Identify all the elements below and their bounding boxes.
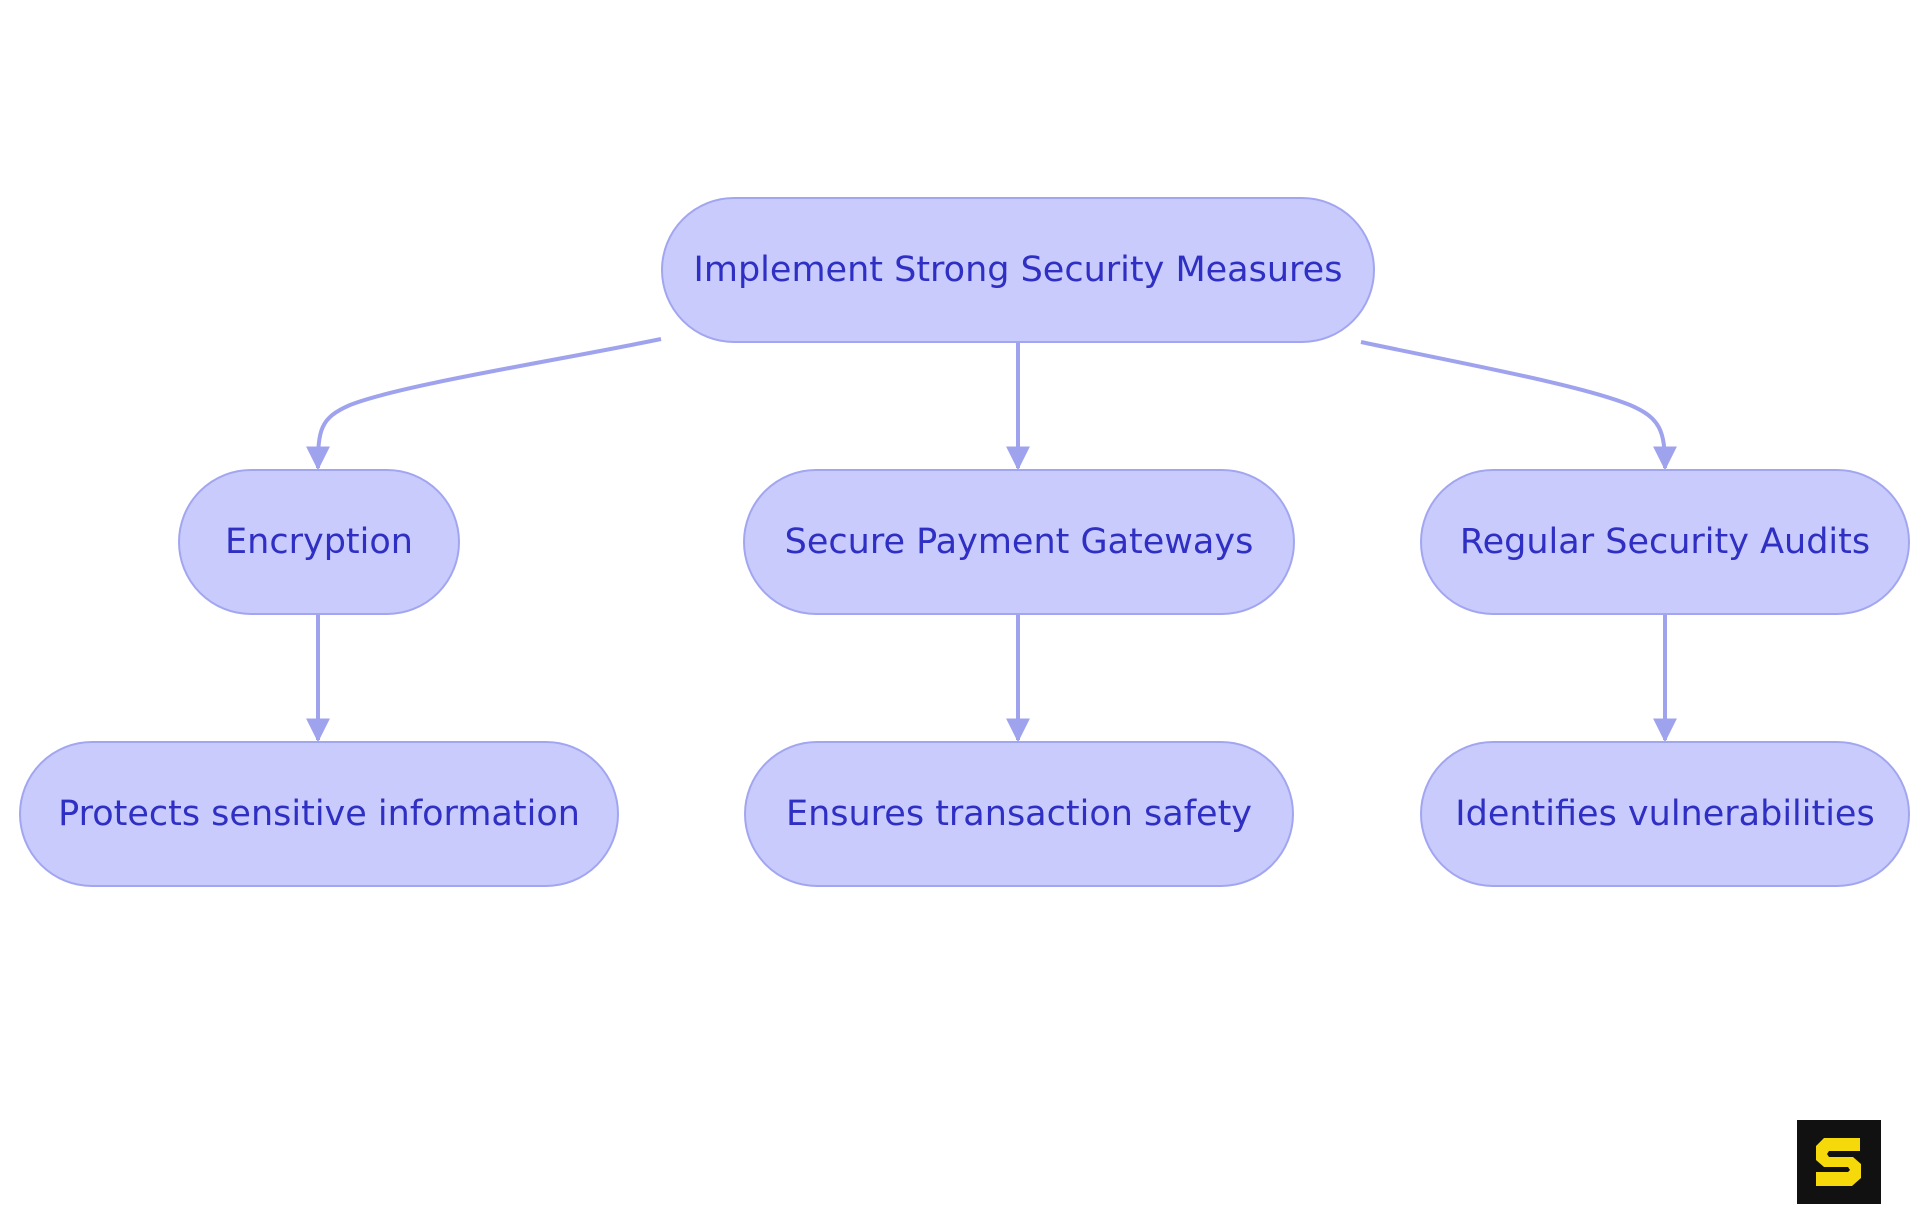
node-root-label: Implement Strong Security Measures (694, 250, 1343, 290)
node-audits-shape (1420, 469, 1910, 615)
edge-root-encryption (306, 337, 662, 471)
node-protects-label: Protects sensitive information (58, 794, 580, 834)
node-payment-label: Secure Payment Gateways (785, 522, 1254, 562)
node-ensures-label: Ensures transaction safety (786, 794, 1252, 834)
node-root-shape (661, 197, 1375, 343)
node-identifies-label: Identifies vulnerabilities (1455, 794, 1874, 834)
node-encryption-shape (178, 469, 460, 615)
node-ensures: Ensures transaction safety (744, 741, 1294, 887)
node-identifies: Identifies vulnerabilities (1420, 741, 1910, 887)
node-payment-shape (743, 469, 1295, 615)
s-logo-icon (1797, 1120, 1881, 1204)
node-protects-shape (19, 741, 619, 887)
node-encryption-label: Encryption (225, 522, 413, 562)
node-root: Implement Strong Security Measures (661, 197, 1375, 343)
logo-mark (1816, 1138, 1861, 1186)
node-encryption: Encryption (178, 469, 460, 615)
edges (306, 337, 1677, 743)
node-ensures-shape (744, 741, 1294, 887)
node-audits-label: Regular Security Audits (1460, 522, 1870, 562)
node-payment: Secure Payment Gateways (743, 469, 1295, 615)
node-identifies-shape (1420, 741, 1910, 887)
edge-root-audits (1360, 340, 1677, 471)
node-protects: Protects sensitive information (19, 741, 619, 887)
node-audits: Regular Security Audits (1420, 469, 1910, 615)
